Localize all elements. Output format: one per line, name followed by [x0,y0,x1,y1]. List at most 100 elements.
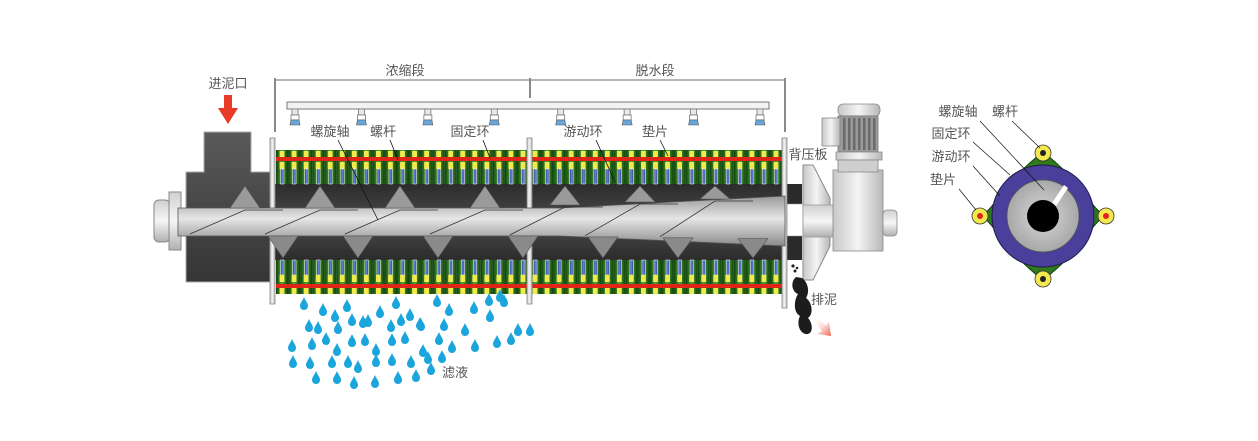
ring-unit [456,259,469,294]
ring-unit [541,150,554,185]
ring-unit [685,150,698,185]
ring-unit [769,259,782,294]
water-drop-icon [407,355,415,368]
ring-unit [432,259,445,294]
ring-unit [312,150,325,185]
cs-tie-rod-leader [1011,120,1041,149]
ring-unit [348,259,361,294]
ring-unit [649,150,662,185]
water-drop-icon [319,303,327,316]
ring-unit [709,259,722,294]
water-drop-icon [445,303,453,316]
water-drop-icon [440,318,448,331]
water-drop-icon [334,321,342,334]
discharge-arrow-icon [814,318,831,336]
ring-unit [697,150,710,185]
water-drop-icon [331,309,339,322]
ring-unit [288,150,301,185]
ring-unit [721,150,734,185]
section-label-dewatering: 脱水段 [635,64,674,79]
water-drop-icon [364,314,372,327]
screw-shaft-leader [337,139,379,221]
ring-unit [408,150,421,185]
back-pressure-plate-label: 背压板 [788,148,827,163]
spray-nozzle [621,108,633,126]
ring-unit [673,150,686,185]
spray-nozzle [289,108,301,126]
water-drop-icon [361,333,369,346]
ring-unit [372,150,385,185]
water-drop-icon [470,301,478,314]
ring-unit [504,259,517,294]
moving-ring-label: 游动环 [563,125,602,140]
ring-unit [492,259,505,294]
filtrate-label: 滤液 [442,366,468,381]
water-drop-icon [471,339,479,352]
ring-unit [757,150,770,185]
cs-spacer-leader [958,188,977,211]
shaft-core [1027,200,1059,232]
spray-nozzle [688,108,699,126]
water-drop-icon [419,344,427,357]
ring-unit [589,259,602,294]
water-drop-icon [485,293,493,306]
spray-pipe [286,101,770,110]
water-drop-icon [314,321,322,334]
water-drop-icon [486,309,494,322]
fixed-ring-leader [482,139,491,159]
spray-nozzle [555,108,567,126]
water-drop-icon [354,360,362,373]
cs-screw-shaft-leader [979,120,1045,191]
section-label-thickening: 浓缩段 [385,63,424,79]
ring-unit [336,259,349,294]
ring-unit [300,150,313,185]
ring-unit [589,150,602,185]
cs-fixed-ring-leader [972,141,1011,176]
sludge-cake [791,264,812,335]
spacer-label: 垫片 [642,124,668,140]
water-drop-icon [333,343,341,356]
ring-unit [685,259,698,294]
ring-unit [613,259,626,294]
ring-unit [372,259,385,294]
ring-unit [541,259,554,294]
ring-unit [324,150,337,185]
filtrate-drops [288,289,534,389]
water-drop-icon [333,371,341,384]
ring-unit [625,150,638,185]
spray-nozzle [488,108,500,126]
tie-rod-leader [389,139,399,161]
water-drop-icon [306,356,314,369]
tie-rod-label: 螺杆 [370,125,396,140]
spray-nozzle [356,108,367,126]
water-drop-icon [438,350,446,363]
water-drop-icon [322,332,330,345]
water-drop-icon [308,337,316,350]
ring-unit [504,150,517,185]
screw-flight [429,185,539,259]
sludge-discharge-label: 排泥 [811,293,837,308]
water-drop-icon [305,319,313,332]
screw-flight [344,185,454,259]
water-drop-icon [392,296,400,309]
water-drop-icon [427,362,435,375]
ring-unit [661,259,674,294]
ring-unit [565,259,578,294]
inlet-hopper [185,131,271,283]
water-drop-icon [343,299,351,312]
fixed-ring-label: 固定环 [450,125,489,140]
water-drop-icon [350,376,358,389]
ring-unit [769,150,782,185]
ring-unit [637,259,650,294]
water-drop-icon [288,339,296,352]
screw-shaft [177,195,786,247]
ring-unit [276,150,289,185]
water-drop-icon [344,355,352,368]
cs-screw-shaft-label: 螺旋轴 [938,105,977,120]
ring-unit [637,150,650,185]
flight-highlight [1052,185,1068,206]
ring-unit [324,259,337,294]
water-drop-icon [412,369,420,382]
water-drop-icon [372,354,380,367]
ring-unit [444,259,457,294]
